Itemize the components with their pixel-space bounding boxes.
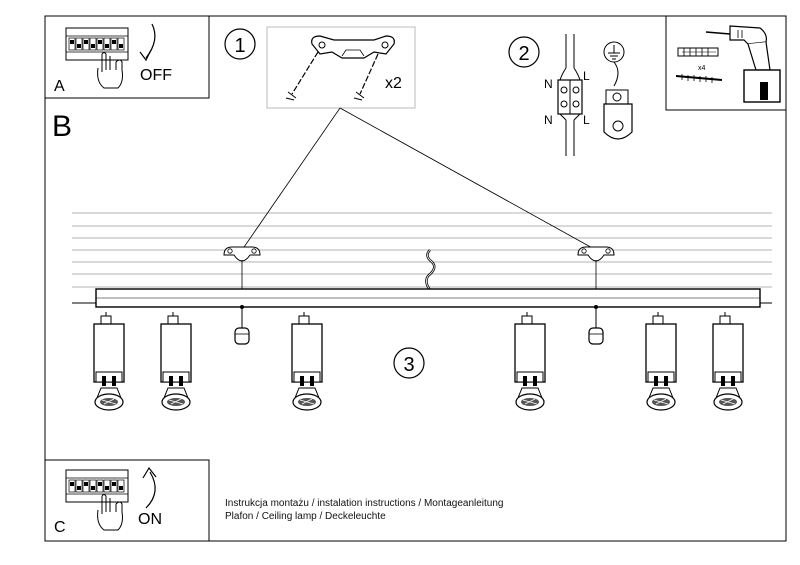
hanging-fitting-right	[588, 305, 604, 345]
mounting-bracket-right	[577, 246, 615, 262]
tools-panel: x4	[665, 15, 787, 111]
spotlight-1	[93, 311, 125, 411]
step-1-number: 1	[234, 35, 245, 57]
step-3-number: 3	[403, 354, 414, 376]
step-1: 1 x2	[224, 26, 416, 109]
outer-frame	[44, 15, 787, 542]
terminal-block-icon	[557, 34, 583, 156]
instruction-caption-line-1: Instrukcja montażu / instalation instruc…	[225, 498, 504, 509]
wire-label-l-top: L	[583, 69, 590, 83]
mounting-bracket-left	[223, 246, 261, 262]
step-2-number: 2	[518, 43, 529, 65]
panel-c-action: ON	[138, 511, 162, 528]
panel-a-label: A	[54, 78, 65, 95]
panel-c-label: C	[54, 519, 66, 536]
breaker-box-icon	[65, 469, 129, 503]
breaker-box-icon	[65, 27, 129, 61]
ceiling-lines	[72, 212, 772, 304]
ground-clamp-icon	[603, 61, 633, 140]
ground-symbol-icon	[603, 41, 625, 63]
spotlight-5	[645, 311, 677, 411]
wire-label-n-bottom: N	[544, 113, 553, 127]
panel-b-label: B	[52, 110, 72, 143]
wire-label-n-top: N	[544, 77, 553, 91]
screw-icon	[291, 51, 319, 95]
instruction-caption-line-2: Plafon / Ceiling lamp / Deckeleuchte	[225, 511, 386, 522]
callout-line-right	[339, 107, 597, 251]
step-3-badge	[393, 347, 425, 379]
spotlight-6	[712, 311, 744, 411]
bracket-quantity: x2	[385, 75, 402, 92]
hanging-fitting-left	[234, 305, 250, 345]
screw-icon	[359, 53, 379, 95]
curved-arrow-up-icon	[145, 471, 156, 509]
bracket-icon	[311, 35, 395, 59]
callout-line-left	[241, 107, 341, 251]
spotlight-3	[291, 311, 323, 411]
screw-set-icon	[675, 74, 723, 83]
panel-c: C ON	[44, 459, 210, 542]
spotlight-2	[160, 311, 192, 411]
screws-quantity: x4	[698, 65, 706, 72]
step-1-badge	[224, 28, 256, 60]
step-2: 2 N L N L	[508, 34, 633, 156]
step-2-badge	[508, 36, 540, 68]
drill-icon	[705, 25, 781, 103]
wall-plug-icon	[677, 47, 719, 57]
wire-label-l-bottom: L	[583, 113, 590, 127]
panel-a: A OFF	[44, 15, 210, 99]
spotlight-4	[514, 311, 546, 411]
panel-a-action: OFF	[140, 67, 172, 84]
